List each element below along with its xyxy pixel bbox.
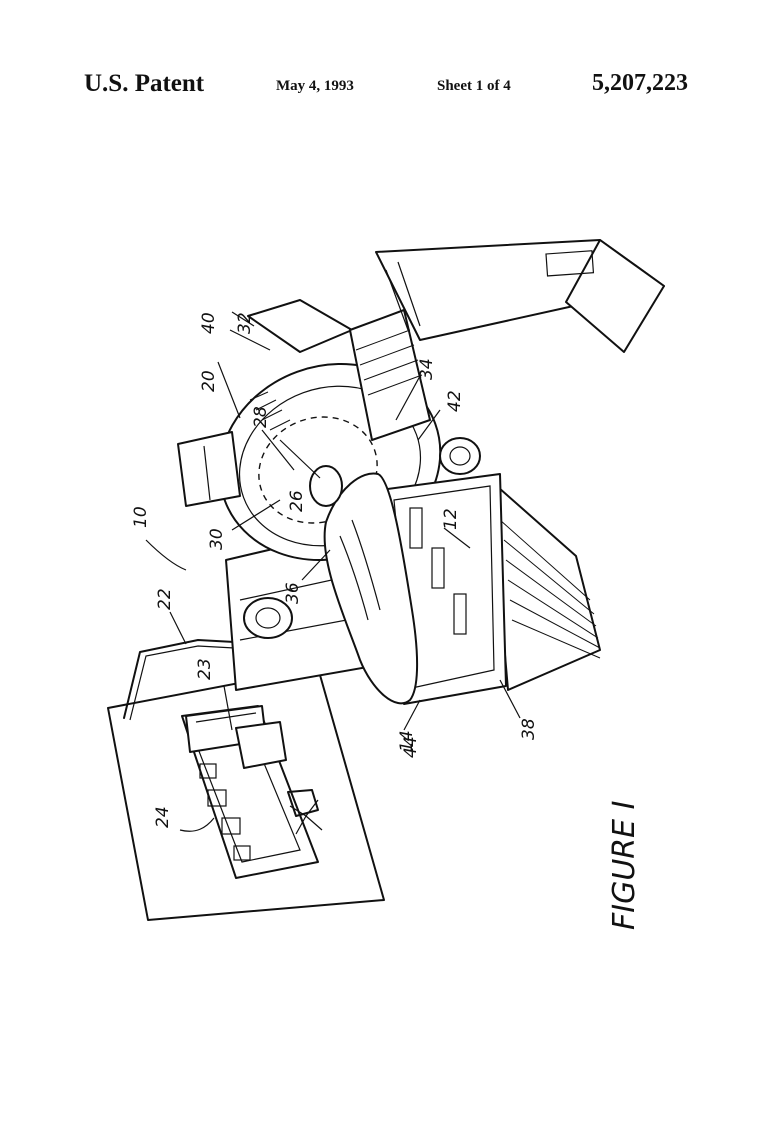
label-38: 38 [519, 718, 539, 740]
label-32: 32 [235, 312, 255, 334]
label-40: 40 [199, 312, 219, 334]
label-26: 26 [287, 490, 307, 512]
label-10: 10 [131, 506, 151, 528]
label-24: 24 [153, 806, 173, 828]
label-44: 44 [401, 736, 421, 758]
label-34: 34 [417, 358, 437, 380]
label-22: 22 [155, 588, 175, 610]
label-36: 36 [283, 582, 303, 604]
label-30: 30 [207, 528, 227, 550]
figure-caption: FIGURE I [607, 800, 642, 930]
label-28: 28 [251, 406, 271, 428]
gantry-arm [376, 240, 664, 352]
label-42: 42 [445, 390, 465, 412]
label-20: 20 [199, 370, 219, 392]
label-23: 23 [195, 658, 215, 680]
control-room [108, 668, 384, 920]
label-12: 12 [441, 508, 461, 530]
